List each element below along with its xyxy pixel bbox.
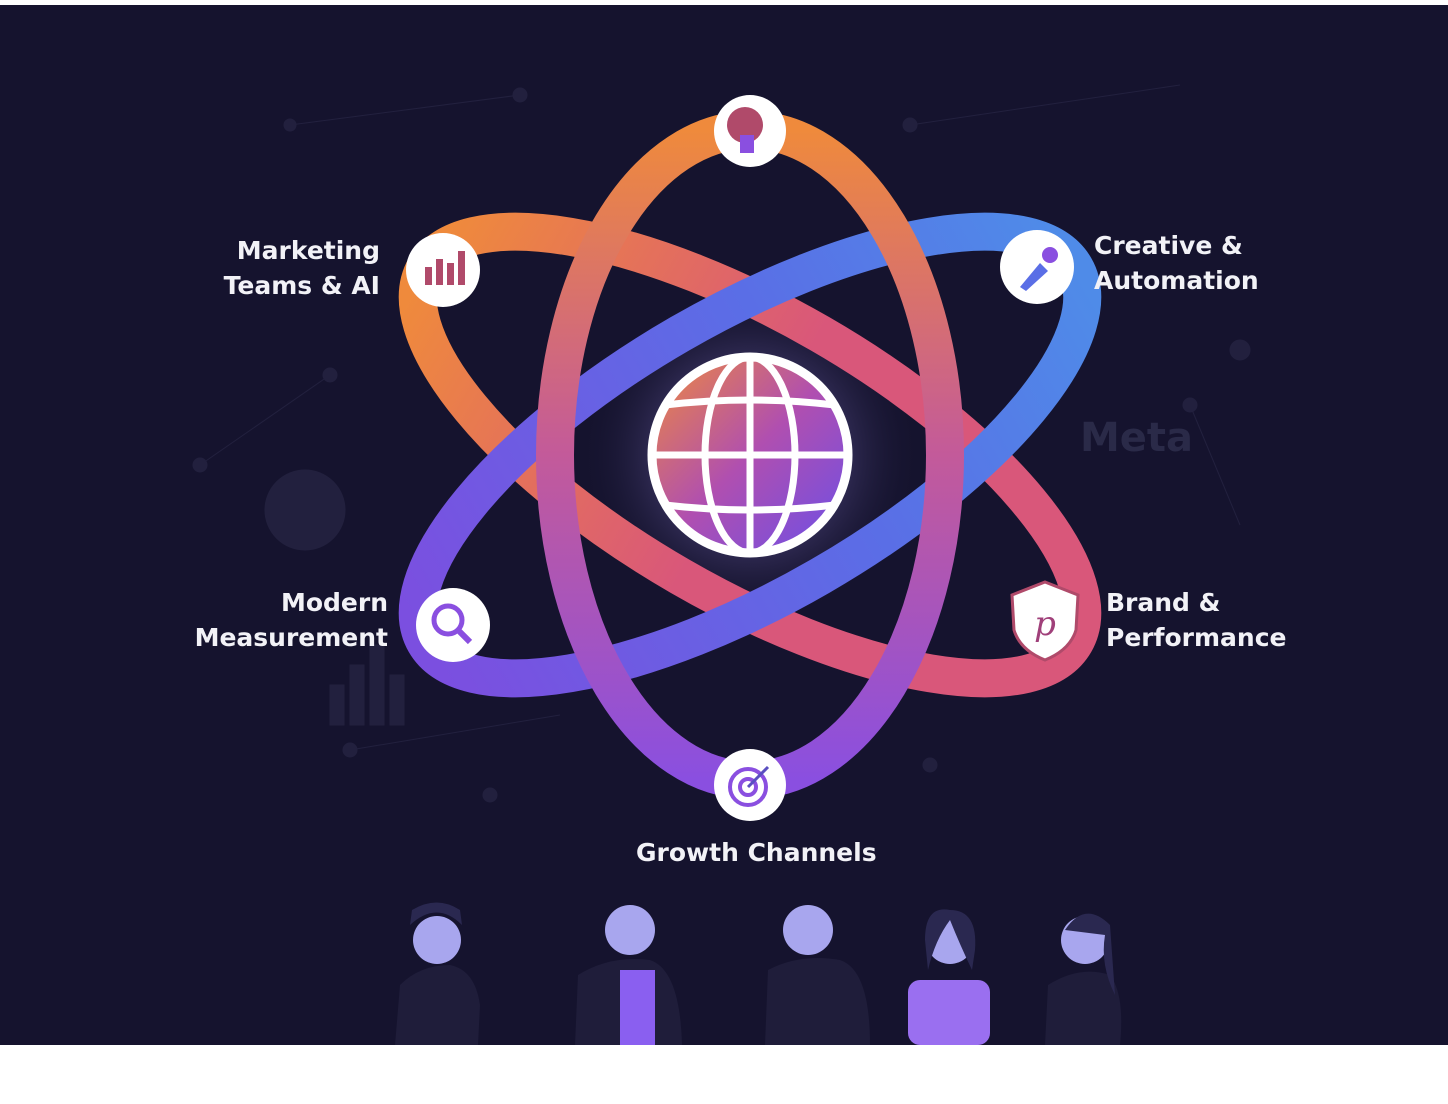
label-creative-automation: Creative & Automation — [1094, 228, 1259, 298]
background-network — [192, 84, 1251, 803]
target-icon — [714, 749, 786, 821]
team-people-illustration — [395, 902, 1122, 1045]
label-line: Marketing — [236, 236, 380, 265]
label-line: Teams & AI — [223, 271, 380, 300]
orbit-diagram: p — [192, 84, 1251, 1045]
bar-chart-icon — [406, 233, 480, 307]
meta-watermark: Meta — [1080, 415, 1194, 461]
pinterest-shield-icon: p — [1010, 580, 1080, 662]
label-line: Automation — [1094, 266, 1259, 295]
label-line: Brand & — [1106, 588, 1221, 617]
brain-icon — [714, 95, 786, 167]
svg-text:p: p — [1034, 604, 1056, 644]
label-line: Measurement — [194, 623, 388, 652]
globe-icon — [647, 352, 853, 558]
label-line: Performance — [1106, 623, 1287, 652]
label-line: Creative & — [1094, 231, 1243, 260]
label-line: Modern — [280, 588, 388, 617]
label-growth-channels: Growth Channels — [636, 838, 877, 867]
paintbrush-icon — [1000, 230, 1074, 304]
label-brand-performance: Brand & Performance — [1106, 585, 1286, 655]
magnifier-icon — [416, 588, 490, 662]
